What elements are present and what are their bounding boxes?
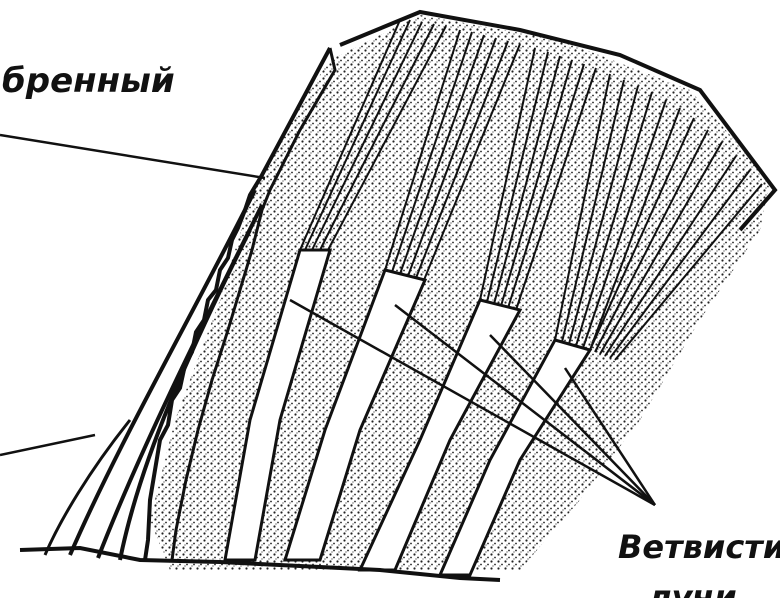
label-branched-rays: Ветвисти [618,528,780,566]
label-top-left: бренный [2,61,175,101]
label-branched-rays-cut: лучи [648,578,737,598]
leader-line-top [0,135,265,178]
leader-line-left [0,435,95,455]
simple-ray [45,420,130,555]
